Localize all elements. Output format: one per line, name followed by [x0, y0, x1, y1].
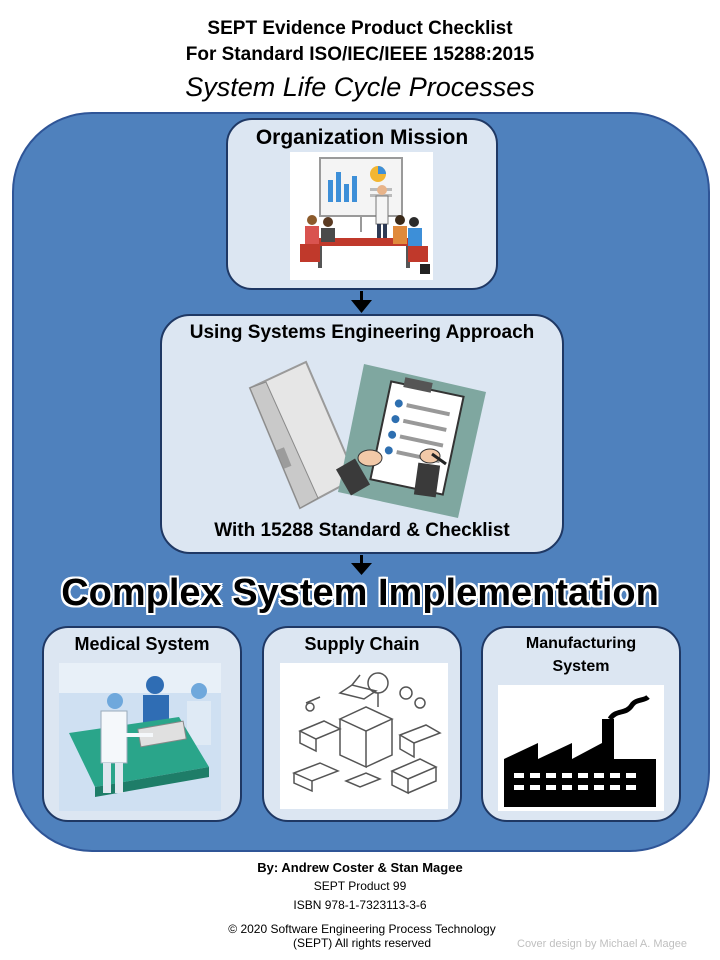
- factory-silhouette: [498, 685, 664, 811]
- authors: By: Andrew Coster & Stan Magee: [257, 860, 463, 875]
- manufacturing-system-title: Manufacturing System: [481, 632, 681, 678]
- logistics-isometric-illustration: [280, 663, 448, 809]
- meeting-presentation-illustration: [290, 152, 433, 280]
- manufacturing-title-line-1: Manufacturing: [525, 635, 637, 652]
- title-line-2: For Standard ISO/IEC/IEEE 15288:2015: [185, 44, 535, 65]
- surgery-room-illustration: [59, 663, 221, 811]
- title-line-3: System Life Cycle Processes: [185, 72, 535, 102]
- mission-title: Organization Mission: [255, 126, 469, 149]
- isbn: ISBN 978-1-7323113-3-6: [293, 898, 427, 912]
- supply-chain-title: Supply Chain: [304, 634, 420, 654]
- manufacturing-title-line-2: System: [552, 658, 610, 675]
- main-heading: Complex System Implementation: [61, 572, 659, 614]
- cover-design-credit: Cover design by Michael A. Magee: [517, 938, 687, 950]
- title-line-1: SEPT Evidence Product Checklist: [207, 18, 513, 39]
- arrow-2-shaft: [360, 555, 363, 567]
- copyright: © 2020 Software Engineering Process Tech…: [172, 922, 552, 950]
- arrow-down-icon: [351, 563, 372, 575]
- medical-system-title: Medical System: [74, 634, 210, 654]
- copyright-line-2: (SEPT) All rights reserved: [292, 936, 432, 950]
- copyright-line-1: © 2020 Software Engineering Process Tech…: [228, 922, 496, 936]
- arrow-down-icon: [351, 300, 372, 313]
- binder-and-clipboard-checklist-illustration: [248, 360, 486, 518]
- approach-title: Using Systems Engineering Approach: [189, 322, 535, 343]
- product-number: SEPT Product 99: [313, 879, 407, 893]
- arrow-1-shaft: [360, 291, 363, 305]
- approach-subtitle: With 15288 Standard & Checklist: [214, 520, 510, 541]
